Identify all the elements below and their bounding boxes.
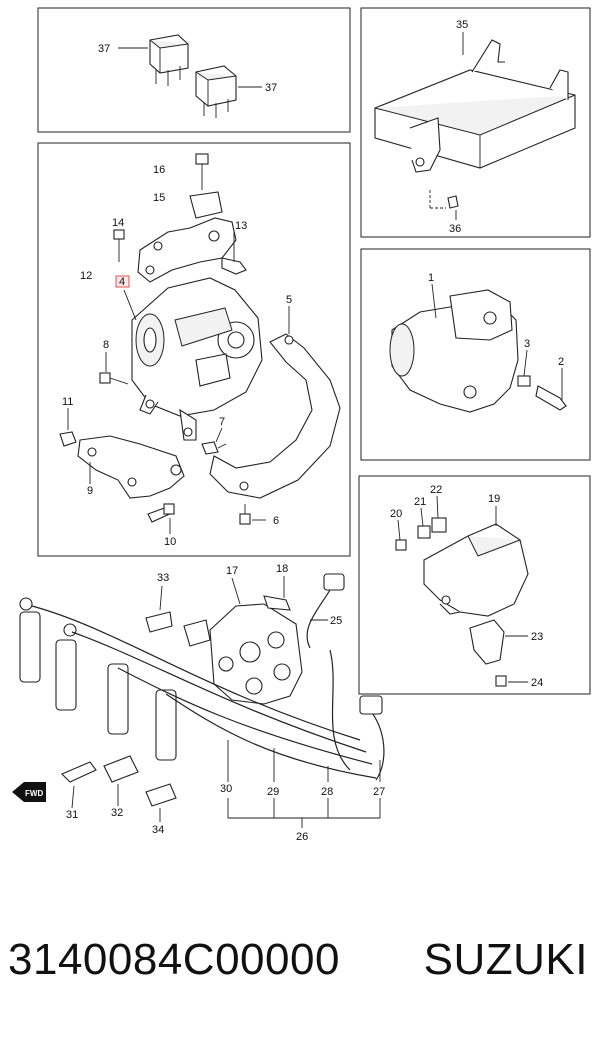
bolt-7: [201, 427, 227, 455]
callout-14: 14: [112, 217, 124, 229]
callout-9: 9: [87, 485, 93, 497]
bracket-9: [77, 435, 185, 499]
callout-29: 29: [267, 786, 279, 798]
fwd-label: FWD: [25, 789, 43, 798]
callout-10: 10: [164, 536, 176, 548]
callout-17: 17: [226, 565, 238, 577]
relay-2: [195, 65, 237, 118]
belt-cover-5: [209, 333, 341, 499]
distributor: [183, 603, 303, 705]
highlight-box: [115, 275, 130, 288]
callout-3: 3: [524, 338, 530, 350]
washer-3: [517, 349, 531, 387]
callout-33: 33: [157, 572, 169, 584]
bolt-20: [395, 519, 407, 551]
ignition-module-frame: [358, 475, 591, 695]
bolt-8: [99, 352, 129, 385]
callout-36: 36: [449, 223, 461, 235]
bolt-10: [147, 503, 175, 534]
parts-diagram: FWD 37 37 35 36 16 15 14 13 12 4 5 8 11 …: [12, 7, 591, 843]
washer-22: [431, 495, 447, 533]
callout-23: 23: [531, 631, 543, 643]
clip-31: [61, 761, 97, 809]
callout-12: 12: [80, 270, 92, 282]
callout-30: 30: [220, 783, 232, 795]
ignition-module: [423, 523, 529, 665]
relay-1: [149, 34, 189, 86]
callout-16: 16: [153, 164, 165, 176]
callout-24: 24: [531, 677, 543, 689]
callout-20: 20: [390, 508, 402, 520]
bolt-13: [221, 232, 247, 275]
callout-27: 27: [373, 786, 385, 798]
alternator: [131, 277, 263, 441]
callout-11: 11: [62, 396, 73, 408]
part-number: 3140084C00000: [8, 935, 340, 984]
footer: 3140084C00000 SUZUKI: [0, 930, 600, 990]
callout-37a: 37: [98, 43, 110, 55]
callout-18: 18: [276, 563, 288, 575]
callout-6: 6: [273, 515, 279, 527]
washer-21: [417, 507, 431, 539]
nut-11: [59, 408, 77, 447]
callout-5: 5: [286, 294, 292, 306]
alternator-frame: [37, 142, 351, 557]
callout-8: 8: [103, 339, 109, 351]
starter-frame: [360, 248, 591, 461]
clip-33: [145, 585, 173, 633]
bolt-2: [535, 368, 567, 411]
callout-4: 4: [119, 276, 125, 288]
ecu-frame: [360, 7, 591, 238]
bolt-18: [263, 576, 291, 611]
callout-1: 1: [428, 272, 434, 284]
fwd-arrow: FWD: [12, 782, 46, 802]
clip-32: [103, 755, 139, 806]
callout-26: 26: [296, 831, 308, 843]
ecu-unit: [374, 39, 576, 209]
callout-31: 31: [66, 809, 78, 821]
starter-motor: [389, 289, 519, 413]
bolt-6: [239, 504, 266, 525]
screw-24: [495, 675, 528, 687]
callout-25: 25: [330, 615, 342, 627]
brand-name: SUZUKI: [423, 935, 588, 984]
cable-set-bracket: [227, 740, 381, 828]
callout-19: 19: [488, 493, 500, 505]
callout-34: 34: [152, 824, 164, 836]
callout-37b: 37: [265, 82, 277, 94]
clip-34: [145, 783, 177, 822]
bolt-16: [195, 153, 209, 190]
spark-plug-caps: [19, 597, 177, 761]
cable-25: [306, 573, 345, 649]
relay-frame: [37, 7, 351, 133]
callout-35: 35: [456, 19, 468, 31]
ignition-cables: [31, 605, 385, 781]
bolt-14: [113, 229, 125, 262]
callout-2: 2: [558, 356, 564, 368]
callout-21: 21: [414, 496, 426, 508]
callout-22: 22: [430, 484, 442, 496]
callout-28: 28: [321, 786, 333, 798]
callout-7: 7: [219, 416, 225, 428]
callout-13: 13: [235, 220, 247, 232]
callout-32: 32: [111, 807, 123, 819]
alternator-bracket-upper: [137, 191, 237, 283]
callout-15: 15: [153, 192, 165, 204]
